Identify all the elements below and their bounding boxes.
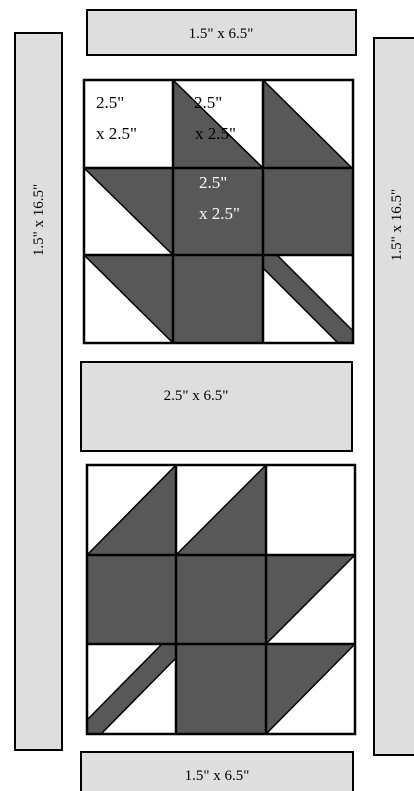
cell-1-size-label-line2: x 2.5": [96, 124, 137, 143]
upper-square-bottom: [173, 255, 263, 343]
cell-5-size-label-line1: 2.5": [199, 173, 227, 192]
lower-square-left: [87, 555, 176, 644]
right-sashing-strip: 1.5" x 16.5": [374, 38, 414, 755]
cell-5-size-label-line2: x 2.5": [199, 204, 240, 223]
lower-leaf-block: [87, 465, 355, 734]
lower-square-center: [176, 555, 266, 644]
lower-square-bottom: [176, 644, 266, 734]
middle-strip-label: 2.5" x 6.5": [164, 388, 229, 404]
cell-1-size-label-line1: 2.5": [96, 93, 124, 112]
top-strip-label: 1.5" x 6.5": [189, 26, 254, 42]
left-strip-label: 1.5" x 16.5": [31, 184, 47, 256]
cell-2-size-label-line1: 2.5": [194, 93, 222, 112]
middle-sashing-strip: 2.5" x 6.5": [81, 362, 352, 451]
bottom-sashing-strip: 1.5" x 6.5": [81, 752, 353, 791]
bottom-strip-label: 1.5" x 6.5": [185, 768, 250, 784]
cell-2-size-label-line2: x 2.5": [195, 124, 236, 143]
right-strip-label: 1.5" x 16.5": [389, 189, 405, 261]
upper-leaf-block: 2.5" x 2.5" 2.5" x 2.5" 2.5" x 2.5": [84, 80, 353, 343]
top-sashing-strip: 1.5" x 6.5": [87, 10, 356, 55]
left-sashing-strip: 1.5" x 16.5": [15, 33, 62, 750]
upper-square-right: [263, 168, 352, 255]
